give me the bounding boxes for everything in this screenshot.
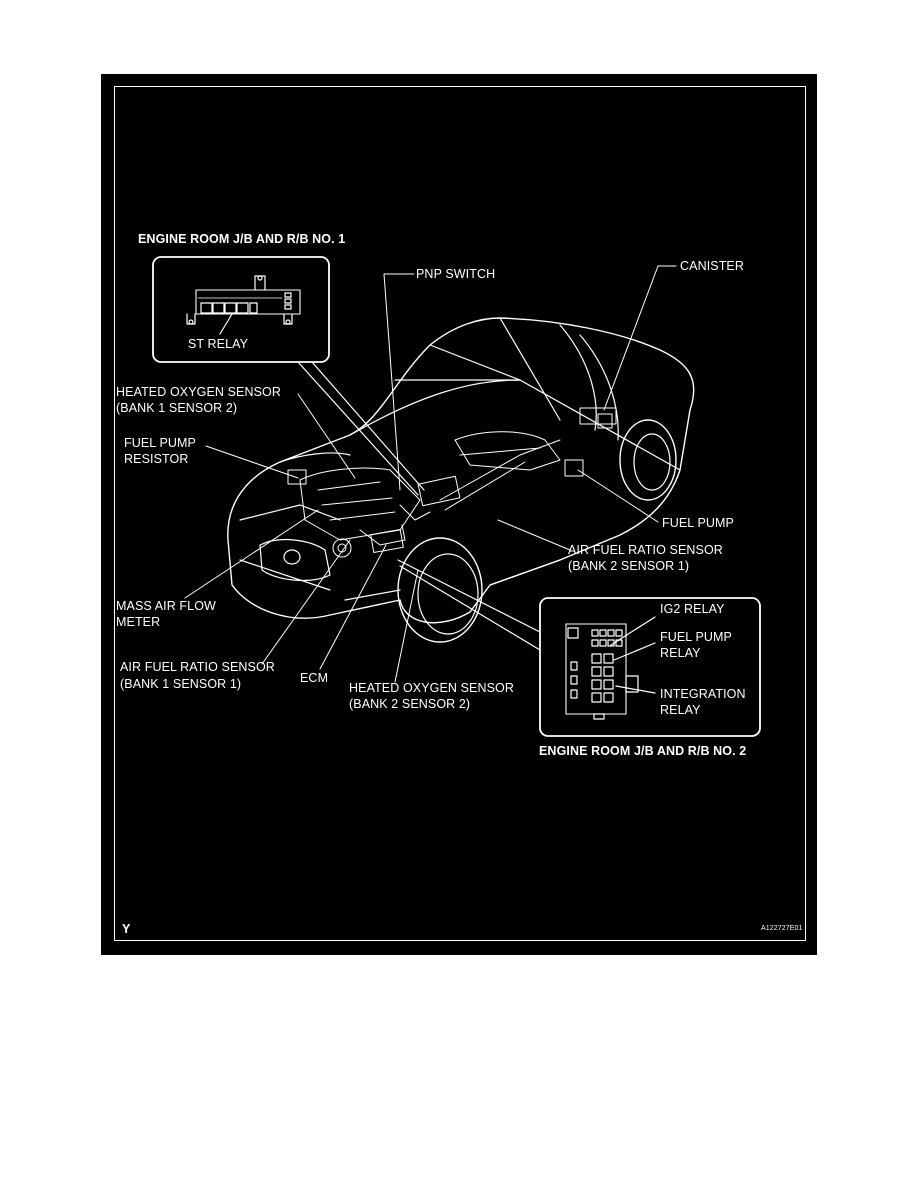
car-body bbox=[227, 317, 695, 624]
pnp-switch-label: PNP SWITCH bbox=[416, 267, 496, 281]
diagram-inner-border bbox=[114, 86, 806, 941]
heated-oxygen-sensor-b2s2-label-line1: HEATED OXYGEN SENSOR bbox=[349, 681, 514, 695]
jb1-callout-box bbox=[152, 256, 425, 496]
heated-oxygen-sensor-b1s2-label-line1: HEATED OXYGEN SENSOR bbox=[116, 385, 281, 399]
integration-relay-label-line2: RELAY bbox=[660, 703, 701, 717]
leader-lines bbox=[184, 265, 677, 683]
jb2-title: ENGINE ROOM J/B AND R/B NO. 2 bbox=[539, 744, 747, 758]
fuel-pump-resistor-label-line2: RESISTOR bbox=[124, 452, 189, 466]
air-fuel-ratio-sensor-b2s1-label-line2: (BANK 2 SENSOR 1) bbox=[568, 559, 690, 573]
heated-oxygen-sensor-b2s2-label-line2: (BANK 2 SENSOR 2) bbox=[349, 697, 471, 711]
mass-air-flow-meter-label-line1: MASS AIR FLOW bbox=[116, 599, 216, 613]
figure-id: A122727E01 bbox=[761, 925, 803, 932]
fuel-pump-relay-label-line1: FUEL PUMP bbox=[660, 630, 732, 644]
st-relay-label: ST RELAY bbox=[188, 337, 249, 351]
canister-label: CANISTER bbox=[680, 259, 745, 273]
fuel-pump-relay-label-line2: RELAY bbox=[660, 646, 701, 660]
heated-oxygen-sensor-b1s2-label-line2: (BANK 1 SENSOR 2) bbox=[116, 401, 238, 415]
mass-air-flow-meter-label-line2: METER bbox=[116, 615, 161, 629]
air-fuel-ratio-sensor-b1s1-label-line2: (BANK 1 SENSOR 1) bbox=[120, 677, 242, 691]
ig2-relay-label: IG2 RELAY bbox=[660, 602, 725, 616]
diagram-frame bbox=[101, 74, 817, 955]
integration-relay-label-line1: INTEGRATION bbox=[660, 687, 746, 701]
corner-code: Y bbox=[122, 922, 131, 936]
fuel-pump-label: FUEL PUMP bbox=[662, 516, 734, 530]
wheels bbox=[397, 419, 677, 643]
jb2-callout-box bbox=[397, 559, 761, 737]
fuel-pump-resistor-label-line1: FUEL PUMP bbox=[124, 436, 196, 450]
air-fuel-ratio-sensor-b1s1-label-line1: AIR FUEL RATIO SENSOR bbox=[120, 660, 275, 674]
air-fuel-ratio-sensor-b2s1-label-line1: AIR FUEL RATIO SENSOR bbox=[568, 543, 723, 557]
engine-components bbox=[287, 407, 617, 558]
jb1-title: ENGINE ROOM J/B AND R/B NO. 1 bbox=[138, 232, 346, 246]
ecm-label: ECM bbox=[300, 671, 329, 685]
